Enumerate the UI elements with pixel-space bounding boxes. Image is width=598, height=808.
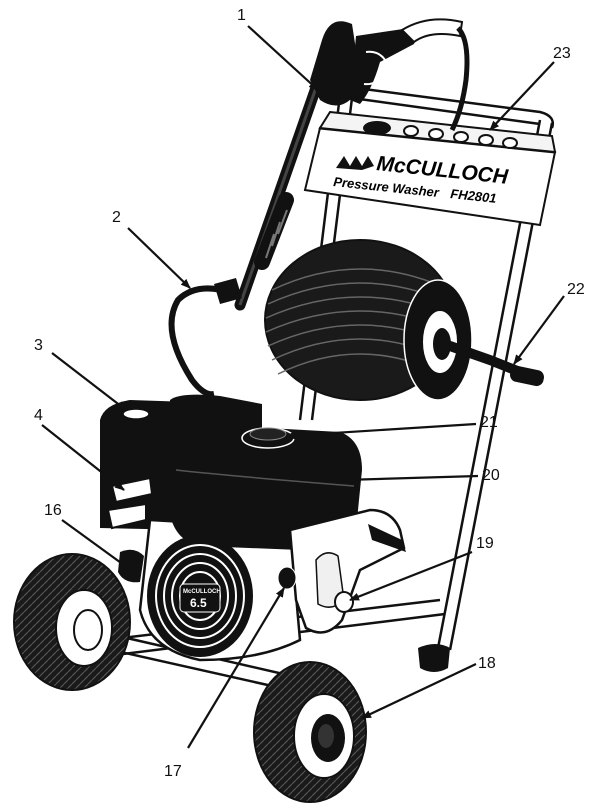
spray-wand	[234, 76, 324, 311]
leader-19	[349, 550, 473, 602]
leader-20	[343, 474, 479, 484]
callout-18: 18	[478, 655, 496, 672]
callout-17: 17	[164, 763, 182, 780]
callout-20: 20	[482, 467, 500, 484]
pump	[288, 508, 406, 634]
detergent-cap	[363, 121, 391, 135]
pump-inlet	[334, 591, 354, 613]
leader-17	[187, 587, 285, 749]
leader-21	[285, 422, 477, 440]
hose-reel	[264, 239, 544, 401]
right-wheel	[253, 661, 367, 803]
leader-3	[51, 352, 127, 411]
callout-4: 4	[34, 407, 43, 424]
callout-3: 3	[34, 337, 43, 354]
oil-drain-plug	[277, 566, 297, 590]
callout-22: 22	[567, 281, 585, 298]
panel-model-text: FH2801	[450, 186, 498, 206]
leader-1	[247, 25, 319, 91]
hose-connector	[214, 278, 242, 304]
rear-foot	[418, 644, 450, 672]
left-wheel	[13, 553, 131, 691]
callout-23: 23	[553, 45, 571, 62]
leader-18	[361, 663, 477, 719]
callout-16: 16	[44, 502, 62, 519]
spray-gun	[310, 18, 464, 106]
leader-16	[61, 519, 129, 569]
control-panel: McCULLOCH Pressure Washer FH2801	[303, 110, 557, 227]
nozzle-holders	[403, 125, 518, 149]
gun-hose	[449, 26, 470, 132]
leader-2	[127, 227, 191, 289]
callout-19: 19	[476, 535, 494, 552]
leader-23	[489, 61, 555, 131]
leader-4	[41, 424, 125, 491]
engine-badge-hp: 6.5	[190, 596, 207, 610]
callout-2: 2	[112, 209, 121, 226]
callout-labels: 1 2 3 4 16 17 18 19 20 21 22 23	[34, 7, 585, 780]
callout-1: 1	[237, 7, 246, 24]
leader-22	[513, 295, 565, 365]
oil-cap	[122, 408, 150, 420]
callout-21: 21	[480, 414, 498, 431]
high-pressure-hose	[168, 285, 231, 398]
reel-crank	[445, 341, 525, 377]
engine-badge-brand: McCULLOCH	[183, 589, 221, 595]
fuel-valve	[118, 549, 144, 583]
brand-logo-icon	[336, 156, 374, 170]
engine: McCULLOCH 6.5	[100, 394, 362, 662]
callout-arrows	[41, 25, 565, 749]
engine-badge: McCULLOCH 6.5	[179, 583, 221, 613]
air-filter-cover	[168, 426, 362, 550]
